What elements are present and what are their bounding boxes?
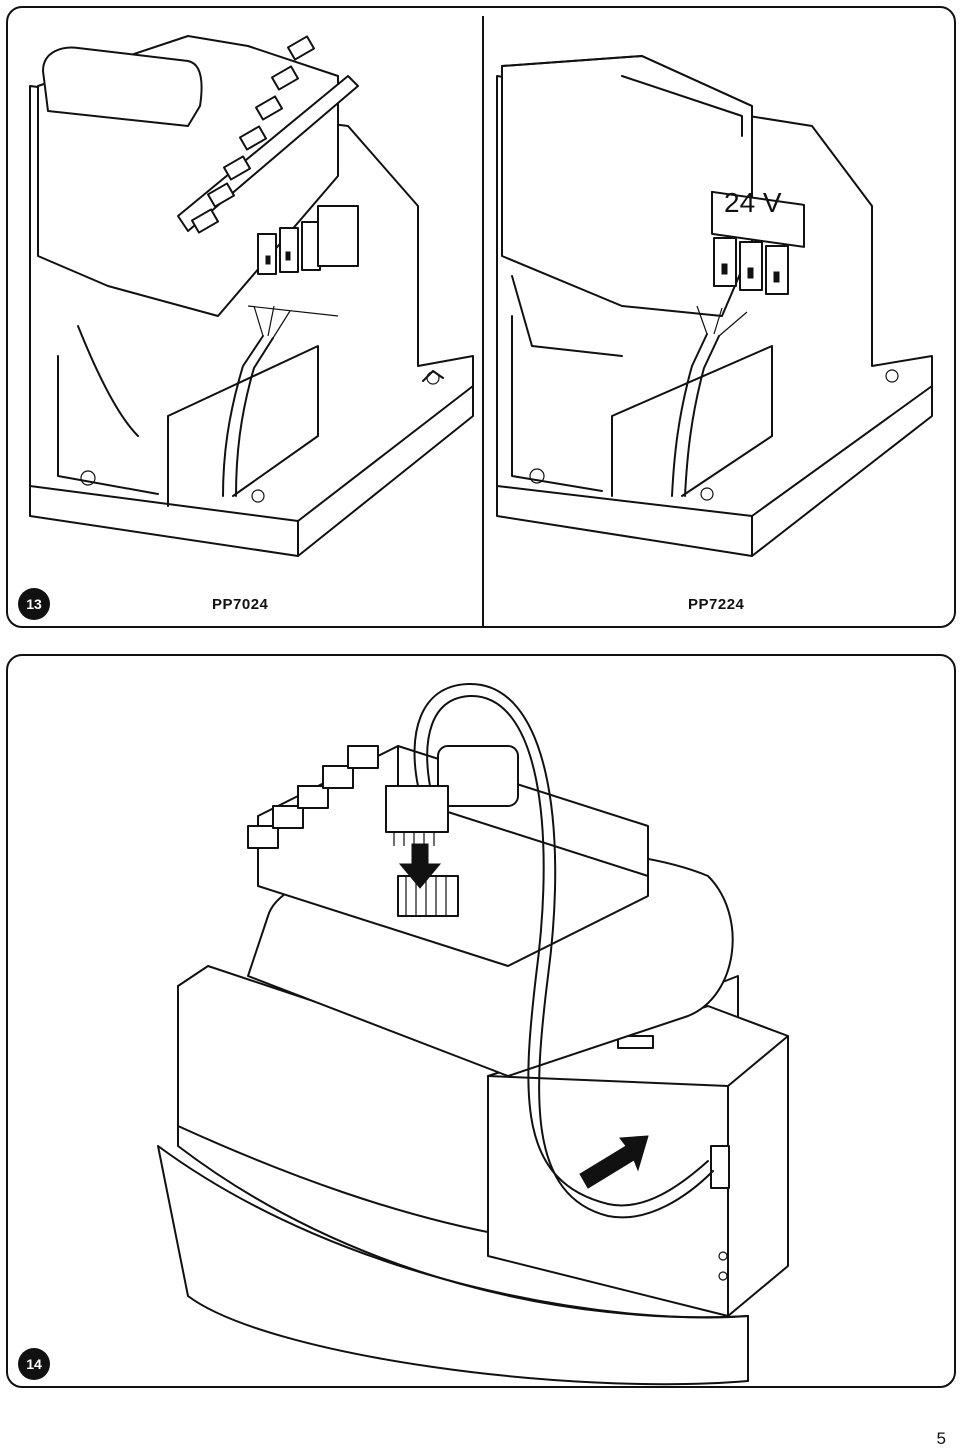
figure-14-badge: 14 [18, 1348, 50, 1380]
voltage-label-plate: 24 V [711, 187, 805, 248]
dip-switch-bank [177, 35, 359, 234]
figure-14-panel: 14 [6, 654, 956, 1388]
pp7224-model-label: PP7224 [688, 596, 745, 613]
pp7024-wiring-illustration [29, 35, 474, 557]
figure-13-panel: 24 V 13 PP7024 PP7224 [6, 6, 956, 628]
battery-connection-illustration [157, 682, 789, 1386]
pp7224-wiring-illustration: 24 V [496, 55, 933, 557]
figure-divider [482, 16, 484, 626]
arrow-down-icon [398, 843, 442, 889]
page-number: 5 [936, 1429, 946, 1448]
pp7024-model-label: PP7024 [212, 596, 269, 613]
connector-header [397, 875, 459, 917]
arrow-left-icon [579, 1135, 649, 1189]
terminal-block [247, 205, 359, 317]
battery-terminal-block [713, 237, 789, 295]
voltage-label-text: 24 V [724, 187, 782, 218]
figure-13-badge: 13 [18, 588, 50, 620]
